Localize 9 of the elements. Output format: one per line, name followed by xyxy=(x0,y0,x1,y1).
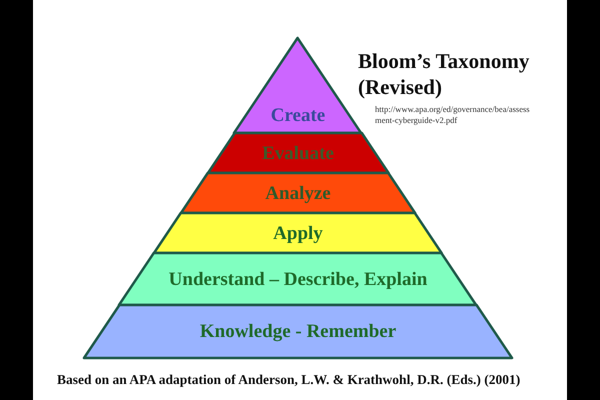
tier-label: Apply xyxy=(273,224,323,242)
tier-label: Create xyxy=(270,106,326,125)
source-url: http://www.apa.org/ed/governance/bea/assessment-cyberguide-v2.pdf xyxy=(375,104,531,126)
caption: Based on an APA adaptation of Anderson, L.W. & Krathwohl, D.R. (Eds.) (2001) xyxy=(57,371,520,389)
tier-label: Knowledge - Remember xyxy=(200,322,396,341)
tier-label: Analyze xyxy=(265,184,331,202)
title: Bloom’s Taxonomy (Revised) xyxy=(358,48,530,100)
tier-label: Evaluate xyxy=(262,144,334,162)
tier-label: Understand – Describe, Explain xyxy=(168,270,428,288)
